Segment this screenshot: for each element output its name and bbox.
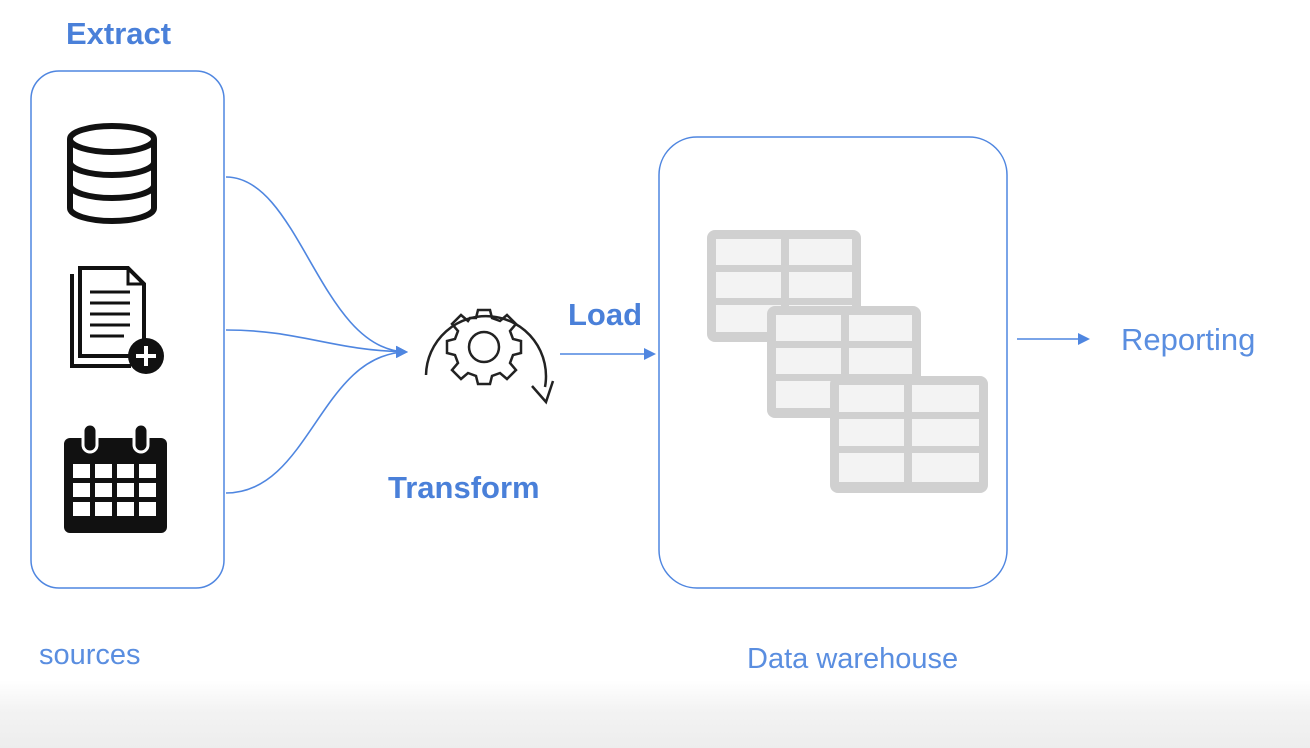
- transform-label: Transform: [388, 470, 540, 505]
- database-icon: [67, 123, 157, 224]
- connector-calendar: [225, 346, 408, 494]
- gear-cycle-icon: [424, 308, 555, 405]
- reporting-label: Reporting: [1121, 322, 1256, 357]
- document-add-icon: [70, 266, 164, 374]
- sources-label: sources: [39, 639, 141, 671]
- source-connectors: [225, 176, 408, 494]
- table-icon-3: [830, 376, 988, 493]
- calendar-grid: [73, 464, 156, 516]
- data-warehouse-label: Data warehouse: [747, 643, 959, 675]
- load-label: Load: [568, 297, 643, 332]
- data-tables-icon: [707, 230, 988, 493]
- data-warehouse-box: [658, 136, 1008, 589]
- connector-database: [225, 176, 408, 358]
- calendar-icon: [64, 422, 167, 533]
- sources-box: [30, 70, 225, 589]
- connector-document: [225, 329, 408, 358]
- extract-label: Extract: [66, 16, 172, 51]
